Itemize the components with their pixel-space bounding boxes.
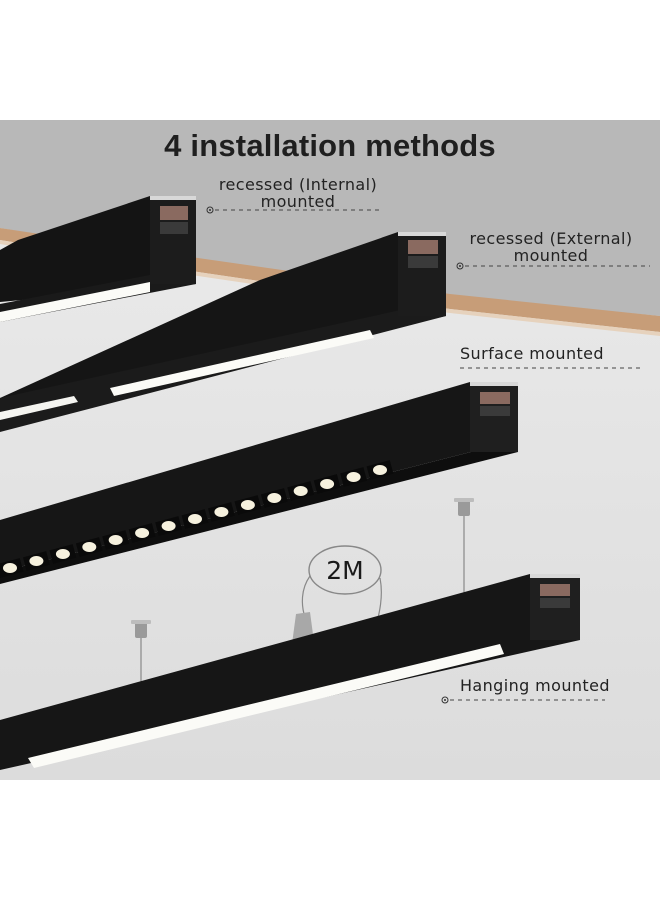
label-recessed-external-line2: mounted [513, 246, 589, 265]
led-dot [82, 542, 97, 552]
leader-line-internal [206, 206, 380, 214]
leader-line-hanging [441, 696, 605, 704]
connector-end-cap [160, 206, 188, 220]
hanging-fixture [0, 574, 580, 770]
led-dot [320, 479, 335, 489]
led-dot [267, 493, 282, 503]
led-diffuser-strip [0, 396, 78, 420]
led-dot [188, 514, 202, 524]
led-dot [373, 465, 387, 475]
led-dot [293, 486, 308, 496]
label-recessed-internal: recessed (Internal) mounted [198, 176, 398, 210]
recessed-internal-fixture [0, 196, 196, 322]
label-recessed-external: recessed (External) mounted [448, 230, 654, 264]
recessed-external-fixture [0, 232, 446, 432]
led-dot-row [0, 460, 394, 578]
led-dot [135, 528, 150, 538]
led-dot [108, 535, 123, 545]
led-dot [346, 472, 361, 482]
ceiling-anchor-left [131, 620, 151, 690]
label-recessed-internal-line2: mounted [260, 192, 336, 211]
cable-length-label: 2M [326, 556, 364, 585]
led-dot [161, 521, 176, 531]
surface-fixture [0, 382, 518, 584]
led-dot [55, 549, 70, 559]
leader-line-external [456, 262, 650, 270]
ceiling-panel [0, 120, 660, 316]
label-recessed-internal-line1: recessed (Internal) [218, 175, 378, 194]
led-dot [3, 563, 17, 573]
label-surface-mounted: Surface mounted [460, 344, 604, 363]
ceiling-anchor-right [454, 498, 474, 596]
led-dot [240, 500, 255, 510]
label-hanging-mounted: Hanging mounted [460, 676, 610, 695]
wood-strip-edge [0, 240, 660, 336]
page-title: 4 installation methods [164, 128, 496, 163]
led-dot [214, 507, 229, 517]
led-dot [29, 556, 44, 566]
label-recessed-external-line1: recessed (External) [469, 229, 633, 248]
